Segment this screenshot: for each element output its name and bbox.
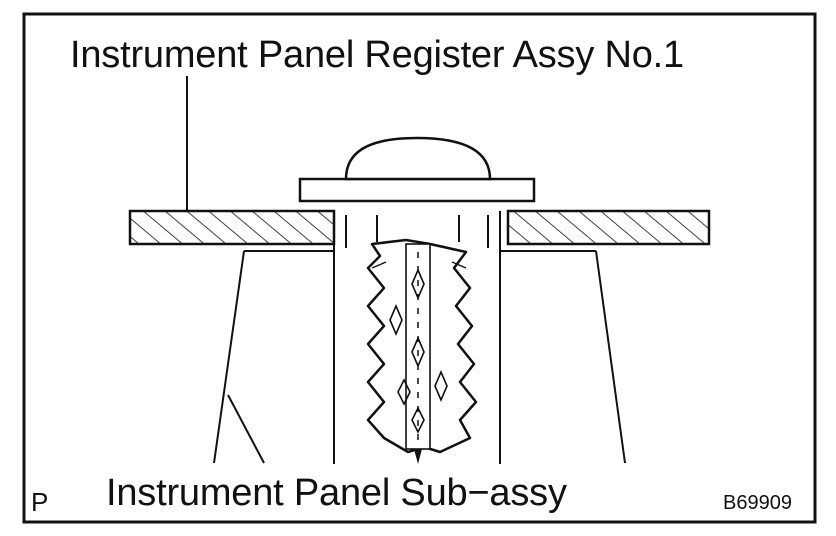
figure-id: B69909 (723, 492, 792, 514)
view-letter: P (31, 487, 49, 517)
clip-shaft (333, 211, 501, 464)
screw-thread (366, 238, 478, 454)
register-panel-right (506, 209, 711, 246)
sub-assy-body (213, 250, 626, 464)
leader-line-bottom (227, 394, 265, 464)
screw-head (298, 136, 536, 203)
label-sub-assy: Instrument Panel Sub−assy (106, 472, 567, 514)
register-panel-left (128, 209, 336, 246)
label-register-assy: Instrument Panel Register Assy No.1 (70, 34, 684, 76)
frame-border (22, 12, 817, 524)
screw-tip (414, 449, 422, 464)
